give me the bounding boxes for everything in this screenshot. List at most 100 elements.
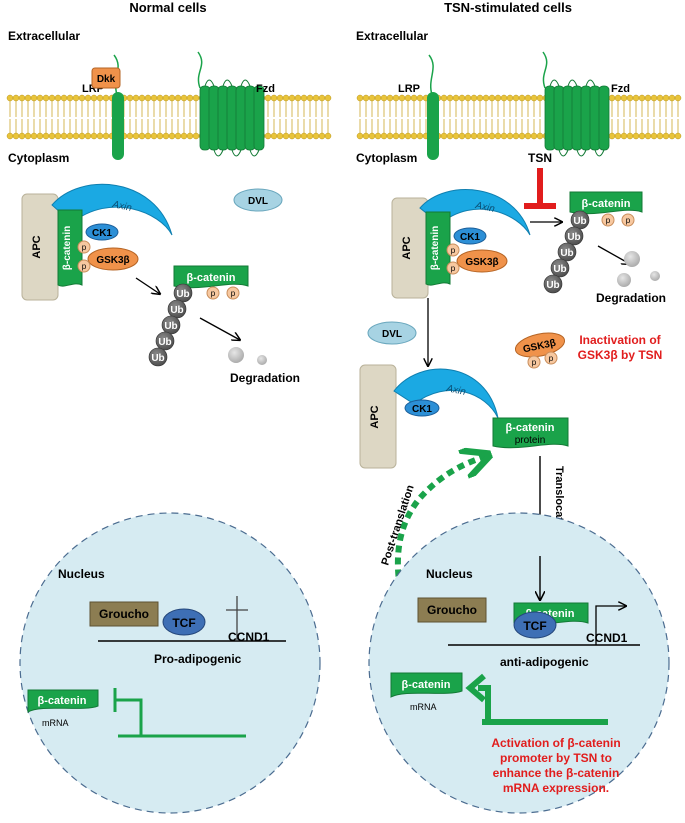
lipid-head [102,94,110,102]
lipid-head [368,94,376,102]
nucleus-right [368,512,670,814]
lipid-head [6,94,14,102]
beta-catenin-complex-right [425,211,451,286]
lipid-head [404,94,412,102]
lipid-head [144,132,152,140]
lipid-head [674,94,682,102]
ck1-dissociated [404,399,440,417]
tsn-label: TSN [528,151,552,165]
fzd-helix [199,85,211,151]
lipid-head [470,94,478,102]
fzd-helix [235,85,247,151]
lipid-head [168,132,176,140]
phosphate-inactivated-1 [527,355,541,369]
beta-catenin-protein-label: β-catenin [506,422,555,434]
beta-catenin-mrna-right-label: β-catenin [402,679,451,691]
axin-right [419,189,531,236]
phosphate-right-4 [621,213,635,227]
lipid-head [264,94,272,102]
lipid-head [324,94,332,102]
axin-right-label: Axin [473,200,496,215]
lipid-head [446,94,454,102]
lipid-head [494,94,502,102]
activated-promoter-arrowhead [465,673,486,703]
lipid-head [482,132,490,140]
lipid-head [24,132,32,140]
lipid-head [186,132,194,140]
fzd-loop [240,79,251,87]
ck1-left-label: CK1 [92,228,112,239]
lipid-head [150,94,158,102]
activation-text-line2: promoter by TSN to [500,751,612,765]
lipid-head [356,132,364,140]
arrow-to-ub-left [135,277,160,294]
lipid-head [60,94,68,102]
lipid-head [668,94,676,102]
ubiquitin-label: Ub [170,305,183,316]
right-lrp-label: LRP [398,83,420,95]
gsk3b-left [87,247,139,271]
inactivation-text-line1: Inactivation of [579,333,661,347]
fzd-helix [562,85,574,151]
lipid-head [398,132,406,140]
lipid-head [138,132,146,140]
lipid-head [132,94,140,102]
lipid-head [416,132,424,140]
post-translation-label: Post-translation [379,483,416,567]
degraded-fragment-left-1 [228,347,244,363]
phosphate-inactivated-2-label: p [549,354,554,363]
left-panel-title: Normal cells [129,0,206,15]
phosphate-right-1-label: p [451,246,456,255]
fzd-helix [553,85,565,151]
lipid-head [282,132,290,140]
dkk-protein [91,67,121,89]
lipid-head [380,94,388,102]
lipid-head [608,132,616,140]
lipid-head [638,132,646,140]
lipid-head [488,132,496,140]
fzd-loop [204,79,215,87]
lipid-head [458,132,466,140]
lipid-head [84,132,92,140]
lipid-head [362,94,370,102]
beta-catenin-protein [492,417,569,449]
lipid-head [36,132,44,140]
lipid-head [662,94,670,102]
lipid-head [30,132,38,140]
cell-membrane-right [356,94,682,140]
lipid-head [362,132,370,140]
fzd-loop [222,79,233,87]
lipid-head [620,132,628,140]
phosphate-left-3-label: p [211,289,216,298]
lipid-head [96,94,104,102]
lipid-head [452,132,460,140]
fzd-loop [558,149,569,157]
tcf-left-label: TCF [172,616,195,630]
ubiquitin [148,347,168,367]
lipid-head [150,132,158,140]
inactivation-text-line2: GSK3β by TSN [578,348,663,362]
lipid-head [494,132,502,140]
ubiquitin [155,331,175,351]
phosphate-left-1-label: p [82,243,87,252]
phosphate-left-4-label: p [231,289,236,298]
lipid-head [488,94,496,102]
ccnd1-left-label: CCND1 [228,630,270,644]
lipid-head [132,132,140,140]
lipid-head [656,132,664,140]
ubiquitin [557,242,577,262]
lipid-head [410,132,418,140]
lipid-head [530,94,538,102]
lipid-head [54,132,62,140]
lipid-head [300,132,308,140]
apc-right-label: APC [401,236,413,259]
lipid-head [614,132,622,140]
axin-left [51,183,173,236]
lipid-head [48,132,56,140]
anti-adipogenic-label: anti-adipogenic [500,655,589,669]
lipid-head [638,94,646,102]
lipid-head [180,132,188,140]
lipid-head [36,94,44,102]
phosphate-inactivated-2 [544,351,558,365]
protein-label: protein [515,435,546,446]
